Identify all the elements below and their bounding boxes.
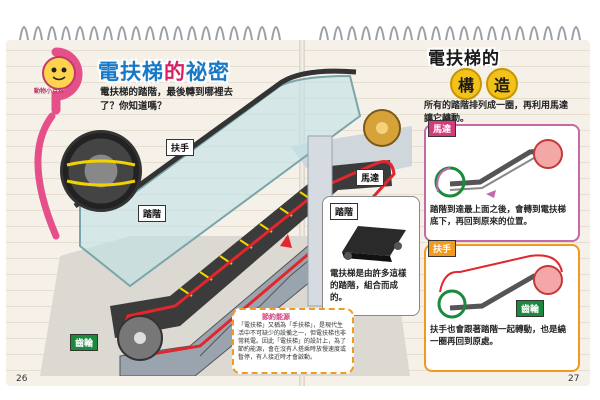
page-title-right-line2: 構 造 bbox=[450, 68, 518, 100]
handrail-gear-icon bbox=[533, 265, 563, 295]
page-title-right-line1: 電扶梯的 bbox=[428, 49, 500, 69]
gear-callout: 齒輪 bbox=[516, 300, 545, 317]
mascot-badge-label: 動物小百科 bbox=[34, 88, 65, 95]
page-number-left: 26 bbox=[16, 374, 28, 384]
title-word-escalator: 電扶梯 bbox=[98, 60, 164, 84]
step-loop-diagram bbox=[434, 139, 563, 198]
energy-note-title: 節約能源 bbox=[262, 313, 290, 321]
step-description: 電扶梯是由許多這樣的踏階，組合而成的。 bbox=[330, 269, 407, 303]
handrail-diagram-text: 扶手也會跟著踏階一起轉動，也是繞一圈再回到原處。 bbox=[430, 325, 567, 347]
step-piece-icon bbox=[342, 226, 406, 262]
step-detail-label: 踏階 bbox=[330, 203, 359, 220]
title-word-of: 的 bbox=[164, 60, 186, 84]
handrail-loop-diagram bbox=[437, 254, 563, 319]
callout-handrail: 扶手 bbox=[166, 139, 195, 156]
callout-motor: 馬達 bbox=[356, 169, 385, 186]
handrail-lower-wheel-icon bbox=[437, 289, 467, 319]
mascot-face-icon bbox=[51, 67, 67, 81]
title-word-secret: 祕密 bbox=[186, 60, 230, 84]
handrail-zoom-circle bbox=[60, 130, 142, 212]
question-mark-decoration bbox=[34, 47, 83, 240]
motor-diagram-label: 馬達 bbox=[428, 120, 457, 137]
mascot-icon bbox=[42, 56, 76, 90]
structure-intro: 所有的踏階排列成一圈，再利用馬達讓它轉動。 bbox=[424, 101, 569, 124]
energy-note-text: 「電扶梯」又稱為「手扶梯」，是現代生活中不可缺少的設備之一，但電扶梯也非常耗電。… bbox=[238, 322, 347, 361]
title-char-2: 造 bbox=[486, 68, 518, 100]
intro-question: 電扶梯的踏階，最後轉到哪裡去了？你知道嗎？ bbox=[100, 87, 234, 112]
callout-gear: 齒輪 bbox=[70, 334, 99, 351]
motor-wheel-icon bbox=[533, 139, 563, 169]
page-title-left: 電扶梯的祕密 bbox=[98, 56, 230, 86]
spiral-binding bbox=[19, 26, 581, 41]
callout-steps: 踏階 bbox=[138, 205, 167, 222]
handrail-diagram-label: 扶手 bbox=[428, 240, 457, 257]
page-number-right: 27 bbox=[568, 374, 580, 384]
handrail-texture bbox=[66, 159, 136, 187]
step-band bbox=[110, 160, 392, 338]
motor-diagram-text: 踏階到達最上面之後，會轉到電扶梯底下，再回到原來的位置。 bbox=[430, 205, 567, 227]
title-char-1: 構 bbox=[450, 68, 482, 100]
direction-arrow bbox=[280, 234, 292, 248]
energy-note-box bbox=[232, 308, 354, 374]
